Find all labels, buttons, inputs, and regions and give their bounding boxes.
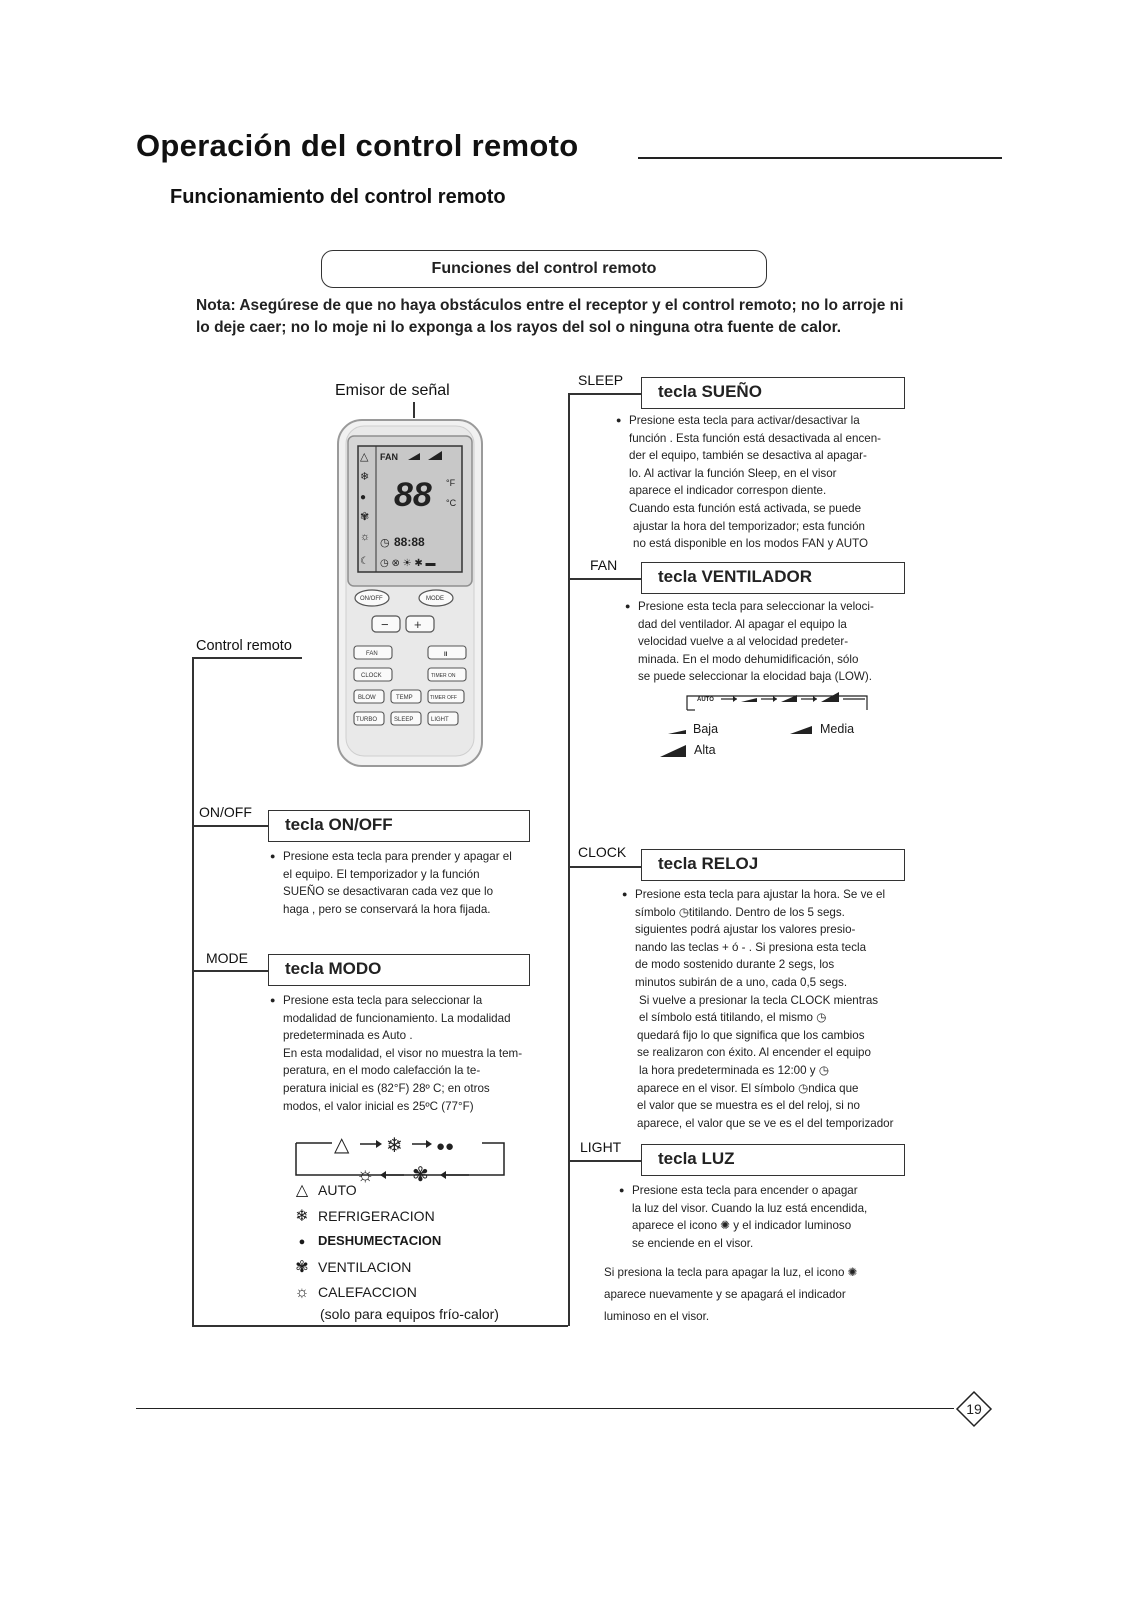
btn-temp[interactable]: TEMP bbox=[396, 695, 413, 701]
fan-tag: FAN bbox=[590, 557, 618, 573]
fan-low-icon bbox=[668, 730, 686, 734]
fan-icon: ✾ bbox=[295, 1258, 309, 1276]
btn-fan[interactable]: FAN bbox=[366, 651, 378, 657]
cool-mode-icon: ❄ bbox=[360, 471, 369, 483]
mode-legend-note: (solo para equipos frío-calor) bbox=[320, 1305, 499, 1322]
btn-light[interactable]: LIGHT bbox=[431, 717, 449, 723]
mode-legend-dry: ●DESHUMECTACION bbox=[290, 1229, 499, 1255]
sleep-tag: SLEEP bbox=[578, 372, 624, 388]
fan-high-icon bbox=[660, 745, 686, 757]
sleep-connector bbox=[568, 393, 641, 395]
mode-legend-cool: ❄REFRIGERACION bbox=[290, 1204, 499, 1230]
heat-mode-icon: ☼ bbox=[360, 531, 370, 543]
remote-control-illustration: △ ❄ ● ✾ ☼ ☾ FAN 88 °F °C ◷ 88:88 ◷ ⊗ ☀ ✱… bbox=[337, 419, 483, 767]
onoff-connector bbox=[192, 825, 268, 827]
emitter-pointer bbox=[413, 402, 415, 418]
btn-plus[interactable]: + bbox=[414, 617, 422, 632]
page-number-badge: 19 bbox=[955, 1390, 993, 1428]
onoff-key-title: tecla ON/OFF bbox=[268, 810, 530, 842]
signal-emitter-label: Emisor de señal bbox=[335, 382, 450, 399]
mode-legend-heat: ☼CALEFACCION bbox=[290, 1280, 499, 1306]
sleep-mode-icon: ☾ bbox=[360, 556, 369, 567]
left-frame-line bbox=[192, 657, 194, 1326]
light-extra-description: Si presiona la tecla para apagar la luz,… bbox=[604, 1266, 858, 1323]
onoff-description: Presione esta tecla para prender y apaga… bbox=[283, 848, 573, 918]
sleep-description: Presione esta tecla para activar/desacti… bbox=[629, 412, 929, 553]
mode-key-title: tecla MODO bbox=[268, 954, 530, 986]
clock-connector bbox=[568, 866, 641, 868]
clock-key-title: tecla RELOJ bbox=[641, 849, 905, 881]
fan-key-title: tecla VENTILADOR bbox=[641, 562, 905, 594]
lcd-timer-digits: 88:88 bbox=[394, 535, 425, 549]
fan-connector bbox=[568, 578, 641, 580]
btn-swing[interactable]: II bbox=[444, 652, 448, 658]
snowflake-icon: ❄ bbox=[295, 1207, 309, 1225]
btn-clock[interactable]: CLOCK bbox=[361, 673, 382, 679]
page-title: Operación del control remoto bbox=[136, 128, 579, 163]
mode-legend-fan: ✾VENTILACION bbox=[290, 1255, 499, 1281]
fan-speed-cycle-diagram: AUTO bbox=[686, 692, 868, 711]
cycle-sun-icon: ☼ bbox=[356, 1164, 374, 1183]
light-connector bbox=[568, 1160, 641, 1162]
fan-mode-icon: ✾ bbox=[360, 511, 369, 523]
light-description: Presione esta tecla para encender o apag… bbox=[632, 1182, 932, 1252]
cycle-auto-icon: △ bbox=[334, 1134, 350, 1156]
footer-rule bbox=[136, 1408, 954, 1409]
fan-description: Presione esta tecla para seleccionar la … bbox=[638, 598, 938, 686]
fan-auto-label: AUTO bbox=[697, 697, 714, 703]
lcd-fahrenheit: °F bbox=[446, 478, 456, 488]
mode-tag: MODE bbox=[206, 950, 248, 966]
remote-control-label: Control remoto bbox=[196, 638, 292, 654]
fan-high-label: Alta bbox=[694, 743, 716, 757]
btn-minus[interactable]: − bbox=[381, 617, 389, 632]
functions-box-title: Funciones del control remoto bbox=[321, 250, 767, 288]
dry-mode-icon: ● bbox=[360, 492, 366, 503]
auto-icon: △ bbox=[295, 1182, 309, 1199]
btn-mode[interactable]: MODE bbox=[426, 596, 444, 602]
cycle-drops-icon: ●● bbox=[436, 1138, 454, 1155]
btn-turbo[interactable]: TURBO bbox=[356, 717, 377, 723]
sun-icon: ☼ bbox=[294, 1284, 310, 1302]
safety-note: Nota: Asegúrese de que no haya obstáculo… bbox=[196, 297, 904, 336]
light-key-title: tecla LUZ bbox=[641, 1144, 905, 1176]
fan-medium-label: Media bbox=[820, 722, 855, 736]
lcd-temperature-digits: 88 bbox=[394, 476, 432, 514]
light-tag: LIGHT bbox=[580, 1139, 622, 1155]
onoff-tag: ON/OFF bbox=[199, 804, 252, 820]
auto-mode-icon: △ bbox=[360, 451, 369, 463]
fan-medium-icon bbox=[790, 726, 812, 734]
btn-sleep[interactable]: SLEEP bbox=[394, 717, 413, 723]
lcd-clock-icon: ◷ bbox=[380, 537, 390, 549]
fan-low-label: Baja bbox=[693, 722, 719, 736]
cycle-snowflake-icon: ❄ bbox=[386, 1135, 403, 1157]
mode-legend-auto: △AUTO bbox=[290, 1178, 499, 1204]
btn-timer-on[interactable]: TIMER ON bbox=[431, 673, 456, 679]
btn-on-off[interactable]: ON/OFF bbox=[360, 596, 383, 602]
lcd-celsius: °C bbox=[446, 498, 457, 508]
clock-tag: CLOCK bbox=[578, 844, 627, 860]
control-label-rule bbox=[192, 657, 302, 659]
btn-timer-off[interactable]: TIMER OFF bbox=[430, 695, 457, 701]
mode-description: Presione esta tecla para seleccionar la … bbox=[283, 992, 573, 1115]
bottom-frame-line bbox=[192, 1325, 568, 1327]
mode-legend: △AUTO ❄REFRIGERACION ●DESHUMECTACION ✾VE… bbox=[290, 1178, 499, 1327]
mode-cycle-diagram: △ ❄ ●● ☼ ✾ bbox=[295, 1134, 505, 1183]
title-rule bbox=[638, 157, 1002, 159]
drops-icon: ● bbox=[298, 1236, 306, 1249]
mode-connector bbox=[192, 970, 268, 972]
sleep-key-title: tecla SUEÑO bbox=[641, 377, 905, 409]
lcd-status-icons: ◷ ⊗ ☀ ✱ ▬ bbox=[380, 558, 436, 569]
lcd-fan-label: FAN bbox=[380, 452, 398, 462]
page-number: 19 bbox=[966, 1401, 982, 1417]
cycle-fan-icon: ✾ bbox=[412, 1164, 429, 1183]
clock-description: Presione esta tecla para ajustar la hora… bbox=[635, 886, 935, 1132]
page-subtitle: Funcionamiento del control remoto bbox=[170, 186, 506, 208]
btn-blow[interactable]: BLOW bbox=[358, 695, 376, 701]
